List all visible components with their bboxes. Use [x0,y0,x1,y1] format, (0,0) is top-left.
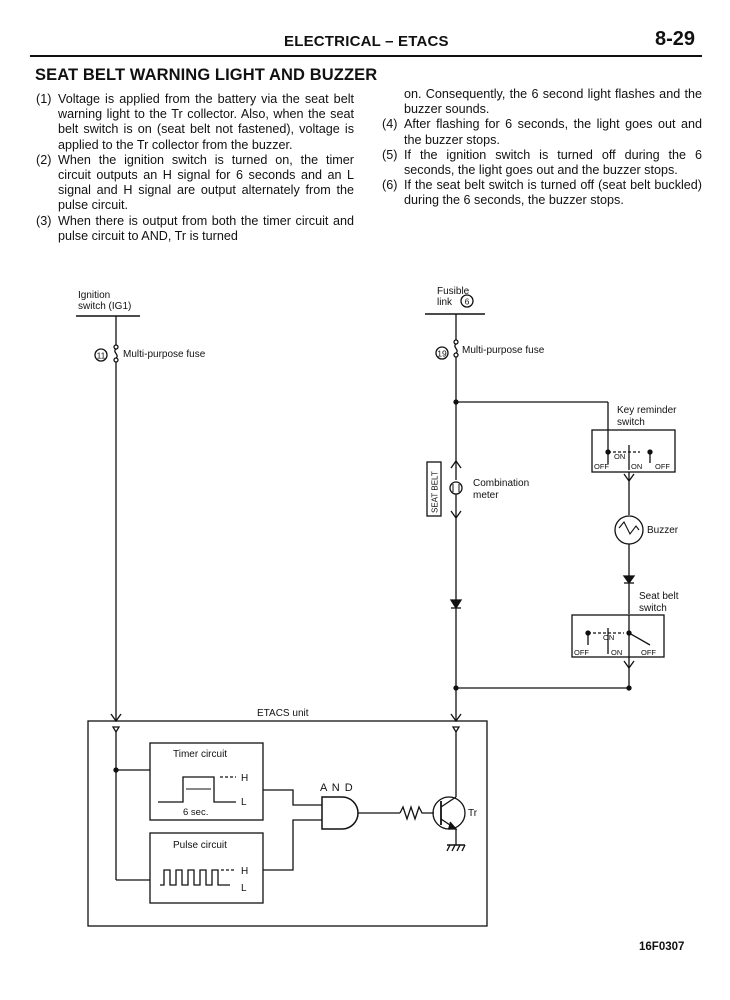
key-reminder-label-1: Key reminder [617,405,677,416]
step-5: (5) If the ignition switch is turned off… [382,148,702,178]
emitter-arrow [448,821,458,830]
step-text: When the ignition switch is turned on, t… [58,152,354,213]
fusible-link-number: 6 [465,297,470,307]
seat-belt-lamp-label: SEAT BELT [431,471,440,513]
fuse-number-left: 11 [97,351,106,361]
fuse-label-left: Multi-purpose fuse [123,349,206,360]
connector-arrow [450,459,462,469]
step-text: Voltage is applied from the battery via … [58,92,354,152]
and-gate-label: A N D [320,782,354,794]
key-reminder-label-2: switch [617,417,645,428]
warning-lamp-symbol [449,481,463,495]
combination-meter-label-2: meter [473,490,499,501]
step-number: (6) [382,178,398,193]
step-6: (6) If the seat belt switch is turned of… [382,178,702,208]
step-1: (1) Voltage is applied from the battery … [36,92,354,153]
on-label: ON [614,452,625,461]
fuse-number-right: 19 [437,349,447,359]
step-text: If the seat belt switch is turned off (s… [404,178,702,208]
off-label: OFF [594,462,609,471]
steps-column-left: (1) Voltage is applied from the battery … [36,92,354,244]
step-2: (2) When the ignition switch is turned o… [36,153,354,214]
wire [628,632,651,646]
connector-arrow [623,660,635,670]
and-gate-symbol [321,796,359,830]
step-number: (3) [36,213,52,228]
pulse-circuit-label: Pulse circuit [173,840,227,851]
step-number: (1) [36,92,52,106]
steps-column-right: on. Consequently, the 6 second light fla… [382,87,702,209]
figure-id: 16F0307 [639,941,685,953]
diode-symbol [622,575,636,585]
etacs-unit-label: ETACS unit [257,708,309,719]
header-title: ELECTRICAL – ETACS [284,33,449,50]
fuse-symbol [113,344,119,363]
header-rule [30,55,702,57]
six-sec-label: 6 sec. [183,807,208,818]
high-label: H [241,866,248,877]
fusible-link-label-1: Fusible [437,286,470,297]
ignition-switch-label-2: switch (IG1) [78,301,131,312]
connector-arrow [623,473,635,483]
off-label: OFF [655,462,670,471]
step-4: (4) After flashing for 6 seconds, the li… [382,117,702,147]
pulse-waveform [160,869,230,886]
low-label: L [241,797,247,808]
fuse-number-badge [435,346,449,360]
page-number: 8-29 [655,28,696,50]
low-label: L [241,883,247,894]
wire [263,789,322,806]
timer-waveform [158,776,236,803]
wire [263,819,322,871]
step-number: (4) [382,117,398,132]
step-text: If the ignition switch is turned off dur… [404,147,702,178]
fuse-symbol [453,339,459,358]
connector-terminal [111,726,121,734]
combination-meter-label-1: Combination [473,478,529,489]
step-3-continued: on. Consequently, the 6 second light fla… [404,87,702,117]
step-number: (2) [36,152,52,167]
on-label: ON [631,462,642,471]
diode-symbol [449,599,463,610]
seat-belt-switch-label-2: switch [639,603,667,614]
seat-belt-switch [571,614,665,658]
step-number: (5) [382,147,398,162]
step-text: When there is output from both the timer… [58,213,354,243]
key-reminder-switch [591,429,676,473]
transistor-label: Tr [468,808,478,819]
resistor-symbol [399,804,434,822]
on-label: ON [603,633,614,642]
buzzer-coil [618,521,640,536]
step-3: (3) When there is output from both the t… [36,214,354,244]
high-label: H [241,773,248,784]
pulse-circuit-box [149,832,264,904]
seat-belt-lamp-panel [426,461,442,517]
on-label: ON [611,648,622,657]
transistor-collector [440,796,457,808]
etacs-unit-box [87,720,488,927]
ignition-switch-label-1: Ignition [78,290,110,301]
fuse-label-right: Multi-purpose fuse [462,345,545,356]
junction-dot [626,685,632,691]
fusible-link-label-2: link [437,297,453,308]
off-label: OFF [574,648,589,657]
fusible-link-badge [460,294,474,308]
timer-circuit-label: Timer circuit [173,749,227,760]
step-text: After flashing for 6 seconds, the light … [404,117,702,147]
timer-circuit-box [149,742,264,821]
section-title: SEAT BELT WARNING LIGHT AND BUZZER [35,66,378,84]
seat-belt-switch-label-1: Seat belt [639,591,679,602]
fuse-number-badge [94,348,108,362]
off-label: OFF [641,648,656,657]
connector-terminal [451,726,461,734]
ground-icon [446,844,466,852]
buzzer-label: Buzzer [647,525,679,536]
